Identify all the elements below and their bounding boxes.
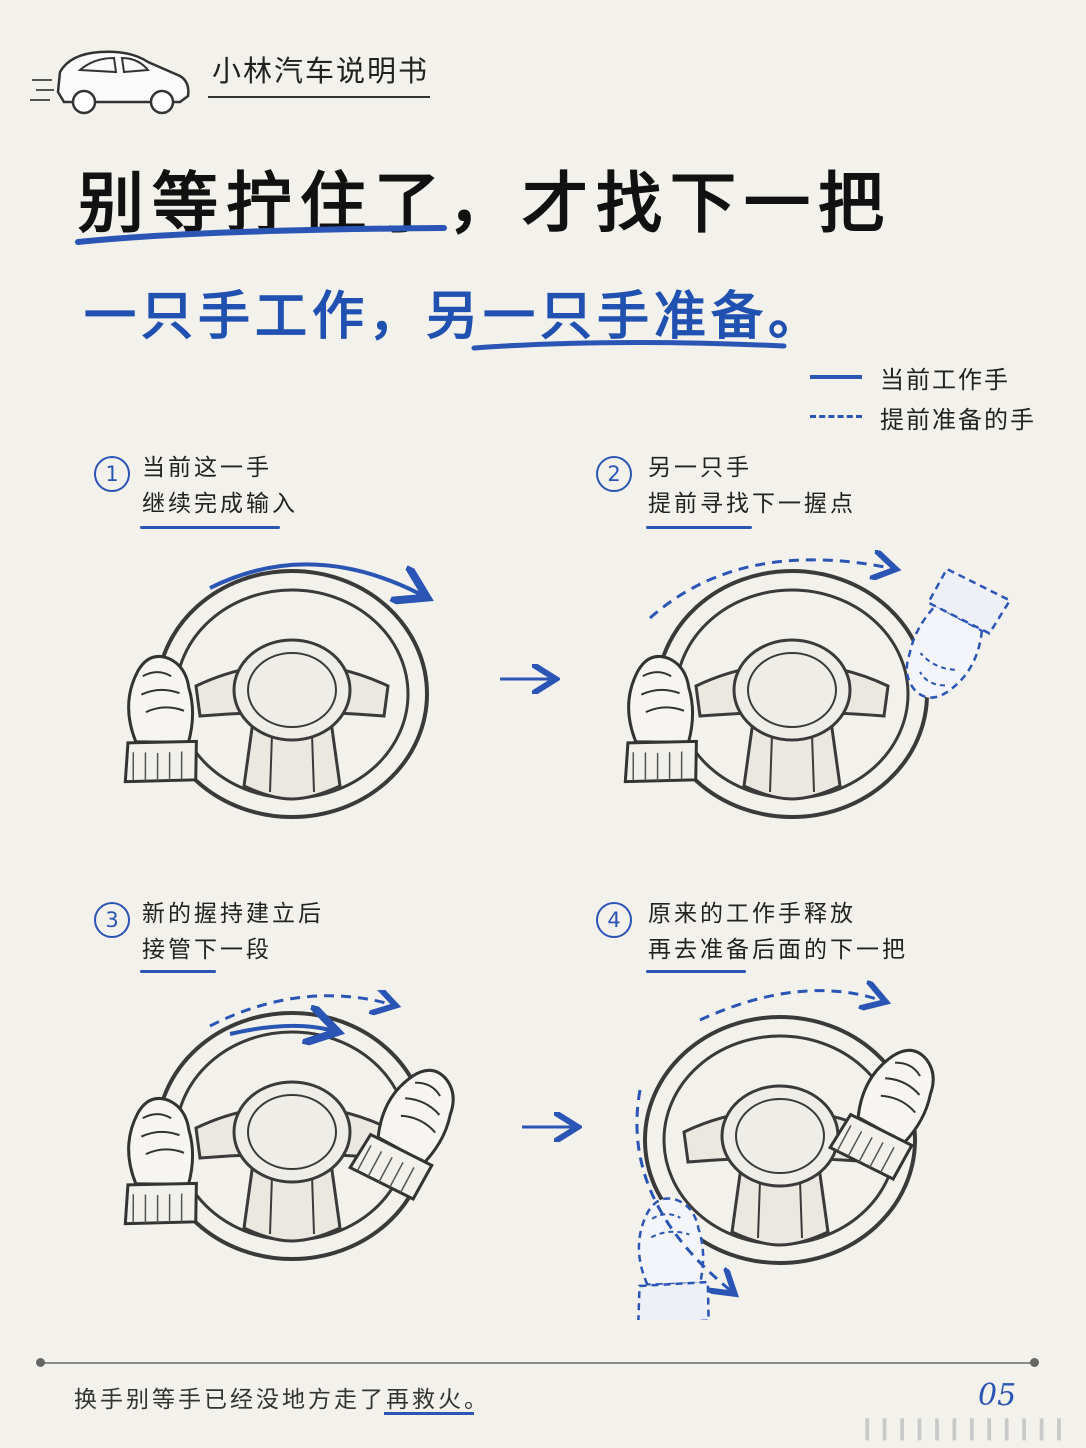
step-3-line2: 接管下一段: [142, 937, 272, 963]
step-4-line1: 原来的工作手释放: [648, 901, 856, 927]
headline-underline: [75, 225, 447, 245]
step-2-underline: [646, 526, 752, 529]
step-2-number: 2: [596, 456, 632, 492]
page-number: 05: [978, 1378, 1017, 1413]
subhead-underline: [471, 339, 787, 351]
step-4-number: 4: [596, 902, 632, 938]
footer-dot-left: [36, 1358, 45, 1367]
step-3-line1: 新的握持建立后: [142, 901, 324, 927]
step-2-illustration: [607, 548, 1014, 819]
step-4-underline: [646, 970, 746, 973]
legend-dashed-label: 提前准备的手: [880, 406, 1036, 434]
footer-dot-right: [1030, 1358, 1039, 1367]
car-icon: [30, 50, 190, 115]
footer-tip: 换手别等手已经没地方走了再救火。: [74, 1387, 490, 1413]
step-1-illustration: [107, 562, 480, 819]
step-3-underline: [140, 970, 216, 973]
watermark: ❙❙❙❙❙❙❙❙❙❙❙❙: [858, 1416, 1068, 1441]
footer-divider: [40, 1362, 1036, 1364]
legend-solid-label: 当前工作手: [880, 366, 1010, 394]
legend-dashed-line: [810, 415, 862, 418]
step-3-text: 新的握持建立后 接管下一段: [142, 896, 324, 968]
step-1-line1: 当前这一手: [142, 455, 272, 481]
step-2-line1: 另一只手: [648, 455, 752, 481]
step-1-number: 1: [94, 456, 130, 492]
step-4-text: 原来的工作手释放 再去准备后面的下一把: [648, 896, 908, 968]
step-1-line2: 继续完成输入: [142, 491, 298, 517]
footer-underline: [384, 1412, 474, 1415]
step-3-number: 3: [94, 902, 130, 938]
step-1-underline: [140, 526, 280, 529]
flow-arrow-1: [500, 664, 560, 694]
page-subtitle: 一只手工作，另一只手准备。: [84, 287, 826, 347]
step-4-illustration: [616, 980, 945, 1320]
flow-arrow-2: [522, 1112, 582, 1142]
step-2-text: 另一只手 提前寻找下一握点: [648, 450, 856, 522]
page-title: 别等拧住了，才找下一把: [78, 165, 892, 242]
step-2-line2: 提前寻找下一握点: [648, 491, 856, 517]
legend-solid-line: [810, 375, 862, 379]
brand-title: 小林汽车说明书: [212, 54, 430, 88]
brand-divider: [208, 96, 430, 98]
step-3-illustration: [107, 990, 465, 1261]
step-4-line2: 再去准备后面的下一把: [648, 937, 908, 963]
step-1-text: 当前这一手 继续完成输入: [142, 450, 298, 522]
